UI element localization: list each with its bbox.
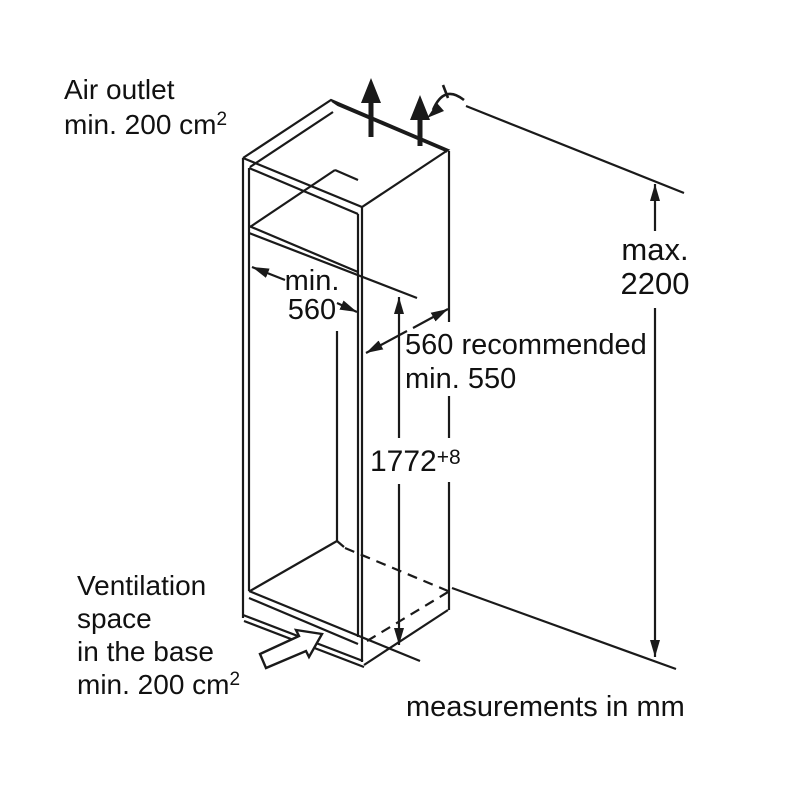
shelf-front-top (248, 224, 359, 274)
dim-560-right-arrow (336, 300, 358, 314)
dim-depth-line1: 560 recommended (405, 329, 647, 361)
floor-line (451, 586, 677, 671)
dim-niche-width-label: min. 560 (260, 267, 364, 325)
ventilation-intake-arrow-icon (258, 628, 324, 670)
air-outlet-line2: min. 200 cm2 (64, 109, 228, 140)
ventilation-line2: space (77, 603, 152, 634)
air-outlet-line1: Air outlet (64, 74, 175, 105)
ventilation-label: Ventilation space in the base min. 200 c… (77, 569, 240, 705)
compartment-ceiling-left-edge (249, 111, 334, 168)
ventilation-line3: in the base (77, 636, 214, 667)
ventilation-line4: min. 200 cm2 (77, 669, 241, 700)
ventilation-sup: 2 (229, 669, 241, 691)
airflow-up-arrows-icon (361, 78, 430, 146)
measurements-note: measurements in mm (406, 691, 685, 723)
dim-niche-width-value: 560 (287, 294, 337, 326)
dim-niche-height-label: 1772+8 (370, 445, 461, 479)
dimension-niche-width (251, 265, 358, 314)
dimension-depth (365, 308, 449, 354)
dim-niche-height-tolerance: +8 (436, 445, 461, 469)
shelf-front-bottom-ext (248, 231, 418, 300)
dim-max-height-value: 2200 (620, 266, 690, 301)
niche-floor-left-edge (249, 540, 338, 592)
compartment-shelf-left-edge (249, 169, 336, 228)
dim-depth-front-arrow (365, 330, 408, 354)
dim-niche-height-value: 1772 (370, 445, 437, 478)
air-outlet-sup: 2 (216, 109, 228, 131)
top-extension-line (465, 104, 685, 195)
ventilation-line1: Ventilation (77, 570, 207, 601)
dim-depth-line2: min. 550 (405, 363, 517, 395)
niche-floor-front-2 (248, 596, 359, 646)
dim-depth-back-arrow (412, 308, 449, 329)
right-panel-bottom-edge (363, 609, 449, 666)
air-deflect-arrow-icon (427, 84, 465, 118)
hidden-edges (344, 546, 449, 642)
top-face-edges (242, 98, 451, 209)
compartment-shelf-back-edge (334, 168, 359, 182)
floor-back-hidden-edge (344, 546, 449, 593)
dim-max-height-word: max. (621, 232, 689, 267)
back-left-foot (336, 540, 345, 548)
dim-niche-width-word: min. (284, 265, 340, 297)
top-air-slot (331, 100, 448, 153)
dim-560-left-arrow (251, 265, 286, 282)
reference-lines (451, 104, 685, 671)
dim-max-height-label: max. 2200 (598, 233, 712, 301)
dim-depth-label: 560 recommended min. 550 (405, 328, 647, 396)
air-outlet-label: Air outlet min. 200 cm2 (64, 72, 227, 146)
floor-right-hidden-edge (366, 591, 449, 642)
niche-floor-front-ext (248, 589, 421, 663)
